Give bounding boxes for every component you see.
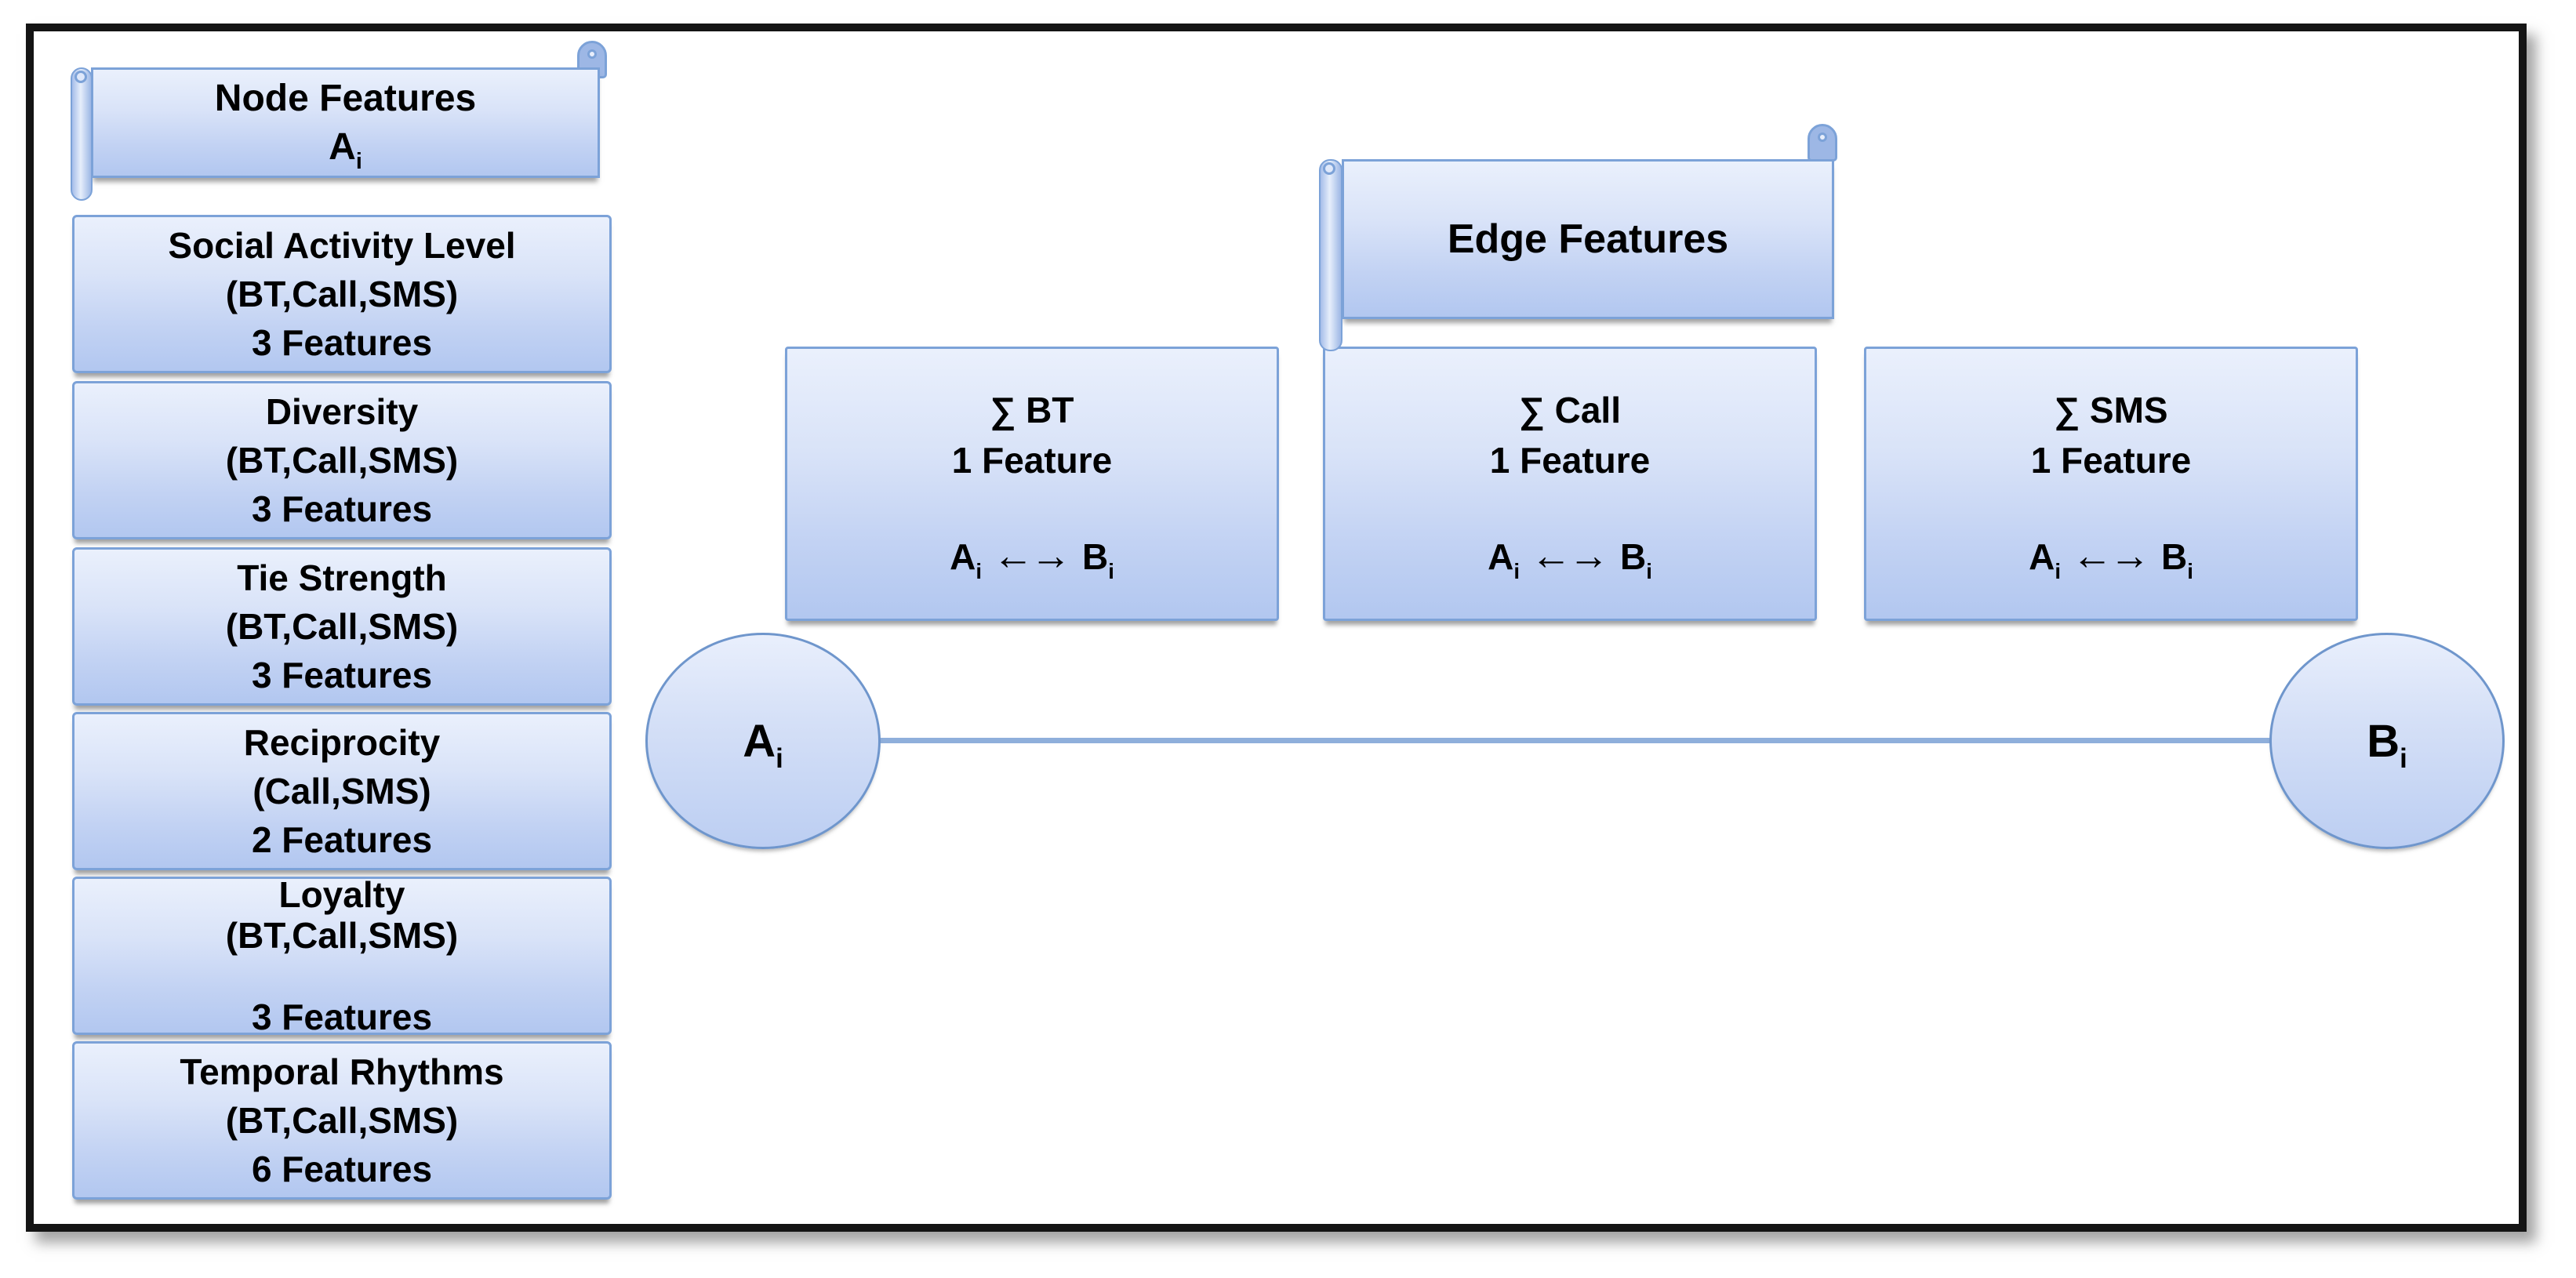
edge-banner-title: Edge Features bbox=[1447, 216, 1729, 262]
diagram-frame: Node Features Ai Social Activity Level (… bbox=[26, 24, 2527, 1232]
scroll-roll-icon bbox=[1319, 159, 1342, 351]
node-feature-box-label: Reciprocity (Call,SMS) 2 Features bbox=[243, 722, 441, 860]
node-banner-title: Node Features bbox=[214, 77, 477, 119]
node-banner-node-label: Ai bbox=[329, 125, 362, 174]
node-feature-box-tie-strength: Tie Strength (BT,Call,SMS) 3 Features bbox=[72, 547, 612, 706]
node-feature-box-loyalty: Loyalty (BT,Call,SMS) 3 Features bbox=[72, 874, 612, 1037]
node-a-label: Ai bbox=[743, 715, 783, 774]
node-feature-box-temporal-rhythms: Temporal Rhythms (BT,Call,SMS) 6 Feature… bbox=[72, 1041, 612, 1200]
edge-feature-box-sms: ∑ SMS 1 Feature Ai←→Bi bbox=[1864, 347, 2358, 621]
edge-feature-box-pair: Ai←→Bi bbox=[950, 533, 1114, 583]
node-feature-box-label: Loyalty (BT,Call,SMS) 3 Features bbox=[225, 874, 459, 1037]
edge-feature-box-pair: Ai←→Bi bbox=[1488, 533, 1652, 583]
scroll-roll-cap-icon bbox=[1323, 162, 1335, 175]
edge-feature-box-bt: ∑ BT 1 Feature Ai←→Bi bbox=[785, 347, 1279, 621]
bidirectional-arrow-icon: ←→ bbox=[993, 533, 1071, 579]
node-feature-box-label: Diversity (BT,Call,SMS) 3 Features bbox=[225, 391, 459, 529]
node-feature-box-reciprocity: Reciprocity (Call,SMS) 2 Features bbox=[72, 712, 612, 870]
edge-feature-box-header: ∑ BT 1 Feature bbox=[951, 390, 1113, 481]
node-feature-box-social-activity: Social Activity Level (BT,Call,SMS) 3 Fe… bbox=[72, 215, 612, 373]
node-feature-box-diversity: Diversity (BT,Call,SMS) 3 Features bbox=[72, 381, 612, 539]
node-b-circle: Bi bbox=[2269, 633, 2505, 849]
scroll-roll-icon bbox=[71, 67, 93, 201]
edge-feature-box-pair: Ai←→Bi bbox=[2029, 533, 2193, 583]
bidirectional-arrow-icon: ←→ bbox=[2072, 533, 2150, 579]
edge-feature-box-header: ∑ Call 1 Feature bbox=[1489, 390, 1651, 481]
node-a-circle: Ai bbox=[645, 633, 881, 849]
scroll-roll-cap-icon bbox=[74, 71, 87, 83]
edge-connector-line bbox=[873, 738, 2276, 743]
edge-features-banner: Edge Features bbox=[1342, 159, 1834, 319]
node-feature-box-label: Tie Strength (BT,Call,SMS) 3 Features bbox=[225, 557, 459, 695]
node-b-label: Bi bbox=[2367, 715, 2407, 774]
scroll-curl-icon bbox=[1808, 124, 1837, 162]
scroll-curl-hole-icon bbox=[587, 49, 597, 59]
node-feature-box-label: Temporal Rhythms (BT,Call,SMS) 6 Feature… bbox=[180, 1051, 504, 1189]
scroll-curl-hole-icon bbox=[1818, 133, 1827, 142]
node-feature-box-label: Social Activity Level (BT,Call,SMS) 3 Fe… bbox=[168, 225, 516, 363]
bidirectional-arrow-icon: ←→ bbox=[1531, 533, 1609, 579]
edge-feature-box-call: ∑ Call 1 Feature Ai←→Bi bbox=[1323, 347, 1817, 621]
node-features-banner: Node Features Ai bbox=[91, 67, 600, 178]
edge-feature-box-header: ∑ SMS 1 Feature bbox=[2030, 390, 2192, 481]
